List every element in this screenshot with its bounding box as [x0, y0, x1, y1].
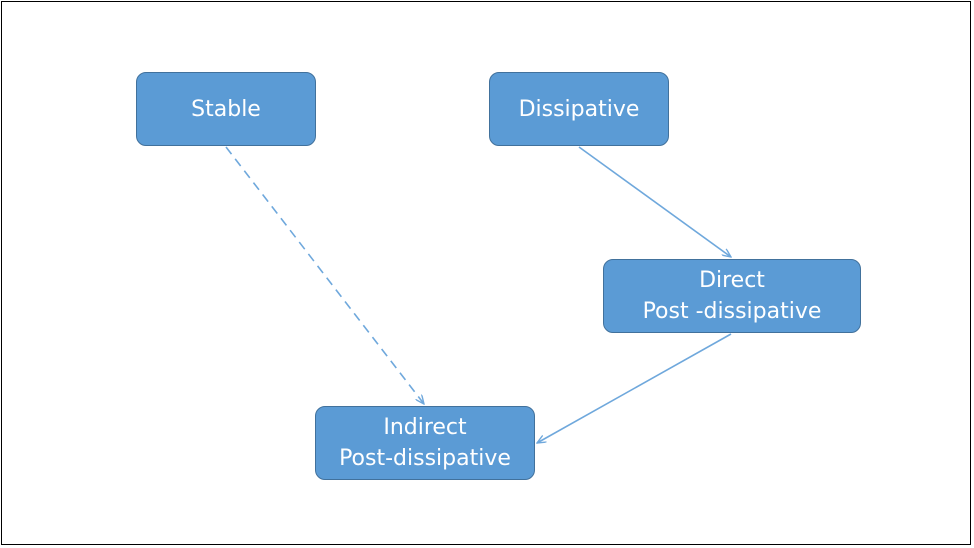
- edge-stable-to-indirect: [225, 146, 424, 404]
- node-indirect-post-dissipative: Indirect Post-dissipative: [315, 406, 535, 480]
- node-direct-label-line1: Direct: [699, 268, 765, 293]
- node-direct-post-dissipative: Direct Post -dissipative: [603, 259, 861, 333]
- node-stable: Stable: [136, 72, 316, 146]
- node-stable-label: Stable: [191, 96, 261, 122]
- node-dissipative-label: Dissipative: [518, 96, 640, 122]
- node-dissipative: Dissipative: [489, 72, 669, 146]
- node-indirect-label-line2: Post-dissipative: [339, 446, 511, 471]
- edge-direct-to-indirect: [537, 333, 732, 443]
- node-direct-label-line2: Post -dissipative: [642, 299, 822, 324]
- edge-dissipative-to-direct: [578, 146, 731, 257]
- node-indirect-label-line1: Indirect: [383, 415, 467, 440]
